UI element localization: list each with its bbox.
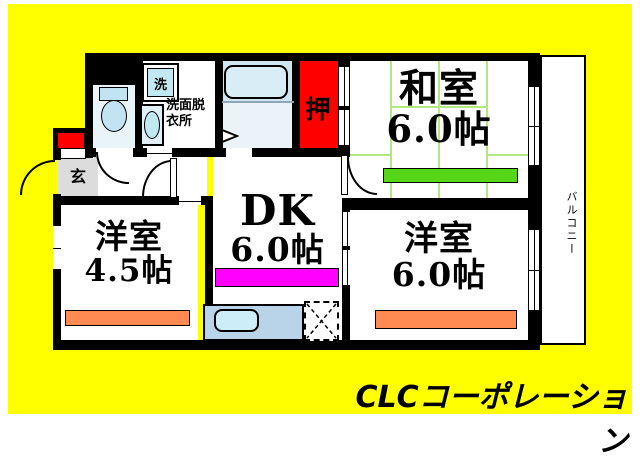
washitsu-door-leaf bbox=[341, 155, 348, 195]
wall-bath-closet bbox=[292, 60, 300, 152]
tatami-grid-line bbox=[486, 154, 528, 156]
window-western-large-balcony bbox=[529, 230, 539, 310]
dk-door-leaf bbox=[170, 158, 177, 198]
tatami-grid-line bbox=[350, 154, 392, 156]
tatami-grid-line bbox=[438, 60, 440, 200]
dk-magenta-bar bbox=[215, 268, 339, 287]
wall-washroom-bath bbox=[215, 60, 223, 152]
western-large-orange-bar bbox=[375, 310, 517, 329]
bath-door-triangle-icon bbox=[221, 129, 239, 144]
laundry-label: 洗 bbox=[153, 78, 167, 93]
wall-utility-bottom bbox=[85, 148, 350, 157]
room-bath-lower bbox=[222, 102, 294, 152]
western-small-size: 4.5帖 bbox=[84, 253, 174, 289]
western-small-orange-bar bbox=[65, 310, 190, 326]
western-small-sliding-door bbox=[178, 196, 202, 205]
western-large-size: 6.0帖 bbox=[391, 255, 487, 294]
dk-label-block: DK 6.0帖 bbox=[213, 186, 342, 269]
kitchen-sink-icon bbox=[214, 309, 259, 332]
fridge-space-x-icon bbox=[306, 303, 337, 339]
wall-dk-left bbox=[205, 196, 213, 350]
dk-size: 6.0帖 bbox=[230, 230, 325, 269]
washbasin-oval bbox=[144, 111, 160, 139]
oshiire-sliding-door-1 bbox=[339, 66, 349, 107]
closet-label: 押 bbox=[305, 95, 331, 124]
bath-doorway bbox=[226, 148, 252, 157]
washroom-label-block: 洗面脱 衣所 bbox=[166, 98, 220, 131]
genkan-label: 玄 bbox=[69, 167, 86, 186]
western-large-label-block: 洋室 6.0帖 bbox=[350, 222, 528, 291]
wall-top bbox=[85, 53, 528, 61]
washitsu-label-block: 和室 6.0帖 bbox=[350, 70, 528, 148]
pipe-space-block bbox=[85, 53, 143, 85]
entrance-meter-box bbox=[57, 132, 85, 149]
floorplan-page: { "page": { "mat_color": "#ffff00" }, "p… bbox=[8, 4, 632, 459]
bathtub-icon bbox=[224, 65, 288, 99]
washitsu-name: 和室 bbox=[398, 66, 479, 112]
oshiire-sliding-door-2 bbox=[339, 109, 349, 146]
dk-name: DK bbox=[240, 186, 315, 235]
tatami-grid-line bbox=[390, 106, 488, 108]
western-small-name: 洋室 bbox=[95, 217, 163, 256]
tatami-green-bar bbox=[383, 168, 518, 183]
bath-divider-line bbox=[222, 101, 294, 103]
wall-western-small-top bbox=[53, 196, 213, 205]
dk-western-large-sliding-door-2 bbox=[343, 249, 350, 286]
washitsu-size: 6.0帖 bbox=[386, 107, 492, 151]
washroom-sliding-door bbox=[146, 148, 173, 157]
window-washitsu-balcony bbox=[529, 87, 539, 165]
balcony bbox=[540, 55, 586, 345]
tatami-grid-line bbox=[486, 60, 488, 200]
wall-bottom bbox=[53, 340, 528, 350]
washroom-label-line2: 衣所 bbox=[166, 114, 193, 130]
wall-washitsu-bottom bbox=[350, 198, 528, 210]
toilet-bowl-icon bbox=[101, 100, 127, 132]
washroom-label-line1: 洗面脱 bbox=[166, 98, 206, 113]
toilet-tank-icon bbox=[99, 87, 128, 101]
balcony-label: バルコニー bbox=[565, 190, 578, 256]
wall-toilet-washroom bbox=[135, 83, 143, 153]
western-large-name: 洋室 bbox=[404, 219, 474, 259]
window-western-small-left bbox=[53, 226, 61, 269]
washing-machine-inner bbox=[147, 68, 174, 97]
tatami-grid-line bbox=[390, 60, 392, 200]
dk-western-large-sliding-door-1 bbox=[343, 211, 350, 247]
wall-left-lower bbox=[53, 194, 61, 350]
room-closet-oshiire bbox=[298, 60, 338, 152]
western-small-label-block: 洋室 4.5帖 bbox=[58, 220, 200, 287]
wall-entry-top bbox=[53, 128, 85, 135]
wall-left-upper bbox=[85, 53, 93, 158]
company-logo-text: CLCコーポレーション bbox=[355, 380, 628, 459]
